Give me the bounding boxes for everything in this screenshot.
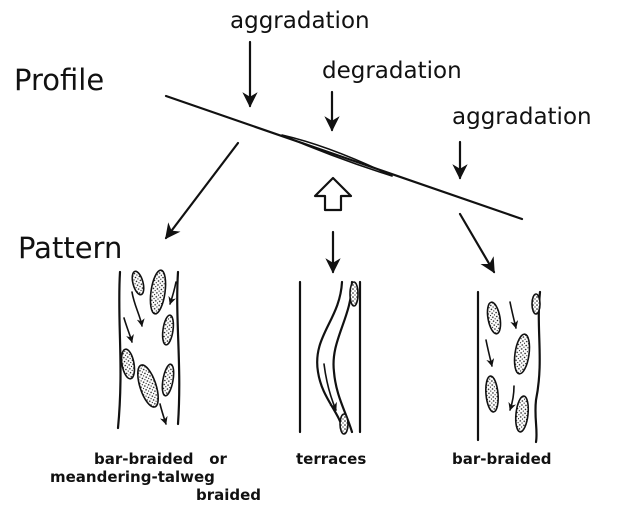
- right-bar: [532, 294, 540, 314]
- terrace-bar: [340, 414, 348, 434]
- incised-channel-bank: [317, 282, 344, 432]
- right-bar: [514, 395, 530, 432]
- left-pattern-caption-line1: bar-braided or: [94, 450, 228, 468]
- left-flow-arrow: [132, 292, 142, 326]
- left-bar: [160, 363, 175, 396]
- left-channel-pattern: [118, 269, 179, 428]
- right-flow-arrow: [510, 302, 516, 328]
- left-pattern-caption-line2: meandering-talweg: [50, 468, 215, 486]
- pattern-heading: Pattern: [18, 231, 122, 265]
- right-pattern-caption: bar-braided: [452, 450, 552, 468]
- middle-pattern-caption: terraces: [296, 450, 366, 468]
- left-pattern-arrow: [166, 143, 238, 238]
- right-channel-pattern: [478, 292, 540, 442]
- right-pattern-arrow: [460, 214, 494, 272]
- left-channel-bank-right: [177, 272, 179, 424]
- terrace-bar: [350, 282, 358, 306]
- right-bar: [512, 333, 531, 375]
- left-bar: [161, 314, 175, 345]
- middle-channel-pattern: [300, 282, 360, 434]
- aggradation-upstream-label: aggradation: [230, 8, 370, 34]
- left-bar: [134, 363, 163, 410]
- right-bar: [484, 376, 499, 413]
- left-pattern-caption-line3: braided: [196, 486, 261, 504]
- left-flow-arrow: [124, 318, 132, 342]
- profile-heading: Profile: [14, 63, 104, 97]
- right-bar: [485, 301, 502, 335]
- degradation-label: degradation: [322, 58, 462, 84]
- left-bar: [119, 348, 136, 380]
- left-channel-bank-left: [118, 272, 121, 428]
- left-flow-arrow: [160, 404, 166, 424]
- uplift-hollow-arrow-icon: [315, 178, 351, 210]
- right-flow-arrow: [510, 386, 514, 410]
- left-bar: [148, 269, 168, 315]
- right-flow-arrow: [486, 340, 492, 366]
- aggradation-downstream-label: aggradation: [452, 104, 592, 130]
- left-flow-arrow: [170, 282, 176, 304]
